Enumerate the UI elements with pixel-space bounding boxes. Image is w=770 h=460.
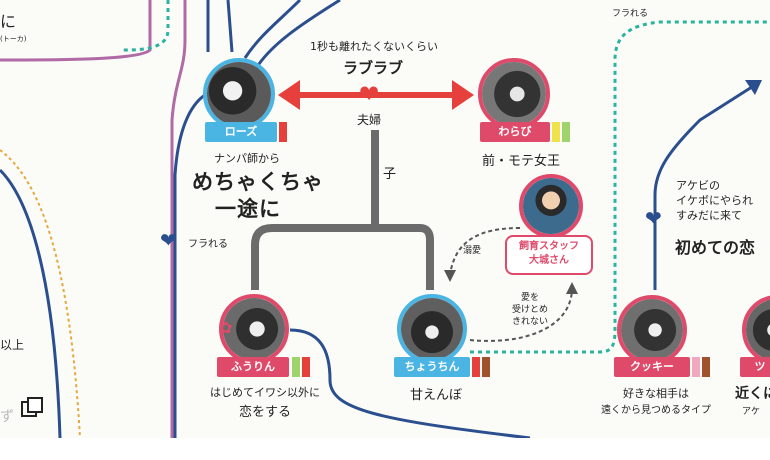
child-label: 子 (383, 167, 397, 182)
warabi-name-tag: わらび (480, 122, 550, 142)
left-fragment-2: ず (0, 409, 14, 425)
red-arrow-right-head (452, 80, 474, 110)
chochin-avatar[interactable] (397, 294, 467, 364)
furin-caption-1: はじめてイワシ以外に (210, 386, 320, 399)
relationship-above-text: 1秒も離れたくないくらい (310, 40, 438, 53)
cookie-caption-1: 好きな相手は (623, 387, 689, 400)
connection-lines (0, 0, 770, 438)
furin-color-swatch-2 (302, 357, 310, 377)
flower-icon: ✿ (219, 318, 233, 337)
akebi-text-line-3: すみだに来て (676, 209, 742, 222)
navy-arrow-akebi (653, 83, 756, 290)
dekiai-dashed-arrow (449, 227, 521, 276)
tree-branches (251, 224, 434, 290)
akebi-big-text: 初めての恋 (675, 238, 756, 257)
akebi-text: アケビの イケボにやられ すみだに来て (676, 178, 753, 223)
ai-label-line-3: きれない (512, 317, 549, 327)
teal-dashed-top-left (119, 0, 170, 52)
navy-line-into-rose-2 (226, 0, 234, 53)
chochin-color-swatch-1 (472, 357, 480, 377)
rose-caption-big-2: 一途に (215, 197, 281, 221)
navy-line-into-rose-4 (253, 0, 341, 71)
far-right-caption-1: 近くに (735, 386, 770, 402)
furin-name-tag: ふうりん (217, 357, 289, 377)
far-right-avatar[interactable] (742, 295, 770, 365)
copy-icon[interactable] (20, 396, 46, 422)
staff-name-line-1: 飼育スタッフ (519, 241, 579, 252)
left-fragment-1: 以上 (0, 338, 25, 352)
top-right-fragment: フラれる (612, 9, 649, 19)
chochin-color-swatch-2 (482, 357, 490, 377)
rose-name-tag: ローズ (205, 122, 277, 142)
staff-name-tag: 飼育スタッフ 大城さん (505, 235, 593, 275)
relationship-chart: に (トーカ) フラれる 1秒も離れたくないくらい ラブラブ ❤ 夫婦 子 ロー… (0, 0, 770, 438)
ai-label: 愛を 受けとめ きれない (512, 292, 548, 328)
ai-dashed-arrow (469, 289, 573, 342)
relationship-below-text: 夫婦 (357, 113, 382, 127)
ai-label-line-1: 愛を (521, 293, 540, 303)
navy-line-left (0, 168, 62, 438)
relationship-main-text: ラブラブ (343, 59, 404, 77)
cookie-caption-2: 遠くから見つめるタイプ (601, 405, 711, 416)
purple-line-top-left (0, 0, 152, 62)
warabi-caption: 前・モテ女王 (481, 154, 560, 169)
far-right-name-tag: ツ (740, 357, 770, 377)
heart-icon: ❤ (359, 80, 380, 108)
cookie-color-swatch-1 (692, 357, 700, 377)
rose-avatar[interactable] (203, 58, 275, 130)
cookie-name-tag: クッキー (614, 357, 690, 377)
broken-heart-icon: ❤ (160, 228, 177, 252)
orange-dashed-left (0, 149, 81, 438)
teal-dashed-right-loop (470, 20, 770, 354)
left-edge-fragment: に (0, 12, 17, 31)
staff-name-line-2: 大城さん (529, 255, 569, 266)
warabi-avatar[interactable] (478, 58, 550, 130)
akebi-text-line-1: アケビの (676, 179, 720, 192)
furareru-label: フラれる (188, 239, 228, 250)
navy-line-rose-down (173, 93, 206, 438)
furin-color-swatch-1 (292, 357, 300, 377)
furin-caption-2: 恋をする (238, 405, 291, 420)
chochin-name-tag: ちょうちん (394, 357, 470, 377)
purple-line-mid-left (170, 0, 187, 438)
chochin-caption: 甘えんぼ (409, 388, 462, 403)
cookie-color-swatch-2 (702, 357, 710, 377)
rose-caption-small: ナンパ師から (214, 152, 280, 165)
navy-line-furin (289, 328, 531, 438)
dekiai-label: 溺愛 (463, 246, 482, 256)
navy-line-into-rose-3 (243, 0, 302, 59)
cookie-avatar[interactable] (617, 295, 687, 365)
far-right-caption-2: アケ (742, 407, 761, 417)
warabi-color-swatch-2 (562, 122, 570, 142)
rose-color-swatch (279, 122, 287, 142)
broken-heart-icon-right: ❤ (645, 206, 662, 230)
red-arrow-left-head (278, 80, 300, 110)
staff-avatar[interactable] (519, 174, 583, 238)
left-edge-fragment-small: (トーカ) (0, 35, 27, 43)
ai-label-line-2: 受けとめ (512, 305, 549, 315)
warabi-color-swatch-1 (552, 122, 560, 142)
akebi-text-line-2: イケボにやられ (676, 194, 753, 207)
rose-caption-big-1: めちゃくちゃ (192, 170, 324, 194)
